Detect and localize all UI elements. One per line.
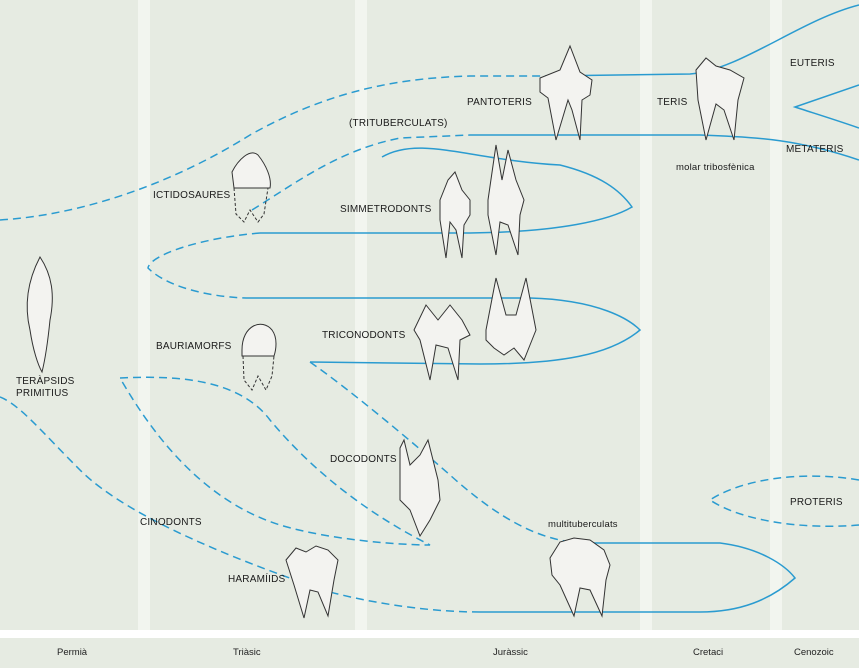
label-ictidosaurs: ICTIDOSAURES [153,190,231,201]
lineage-symmetrodonts [260,147,634,234]
label-symmetrodonts: SIMMETRODONTS [340,204,432,215]
triconodont-tooth-icon-2 [485,277,537,361]
ictidosaur-tooth-icon [231,152,271,189]
bauriamorph-tooth-icon [241,323,277,357]
label-theria: TERIS [657,97,688,108]
lineage-triconodonts [250,297,642,365]
lineage-trunk-lower [251,134,471,211]
tribosphenic-molar-icon [695,57,745,141]
label-trituberculata: (TRITUBERCULATS) [349,118,448,129]
label-cynodonts: CINODONTS [140,517,202,528]
label-proteria: PROTERIS [790,497,843,508]
triconodont-tooth-icon-1 [413,304,471,381]
label-docodonts: DOCODONTS [330,454,397,465]
label-therapsids-1: TERÀPSIDS [16,376,75,387]
therapsid-tooth-icon [26,256,53,374]
period-permian: Permià [57,647,88,658]
label-multituberculates: multituberculats [548,519,618,530]
period-cenozoic: Cenozoic [794,647,834,658]
period-jurassic: Juràssic [493,647,528,658]
pantothere-tooth-icon [539,44,593,141]
label-therapsids-2: PRIMITIUS [16,388,69,399]
period-cretaceous: Cretaci [693,647,724,658]
docodont-tooth-icon [399,438,441,538]
multituberculate-tooth-icon [549,537,611,618]
period-triassic: Triàsic [233,647,261,658]
label-haramiyids: HARAMÍIDS [228,574,286,585]
label-metatheria: METATERIS [786,144,844,155]
symmetrodont-tooth-icon-1 [439,171,471,259]
label-pantotheria: PANTOTERIS [467,97,532,108]
lineage-trunk-upper [0,75,545,221]
symmetrodont-tooth-icon-2 [487,144,525,256]
label-bauriamorphs: BAURIAMORFS [156,341,232,352]
label-tribosphenic-molar: molar tribosfènica [676,162,755,173]
label-eutheria: EUTERIS [790,58,835,69]
haramiyid-tooth-icon [285,545,339,619]
label-triconodonts: TRICONODONTS [322,330,406,341]
lineage-proteris [708,475,859,528]
